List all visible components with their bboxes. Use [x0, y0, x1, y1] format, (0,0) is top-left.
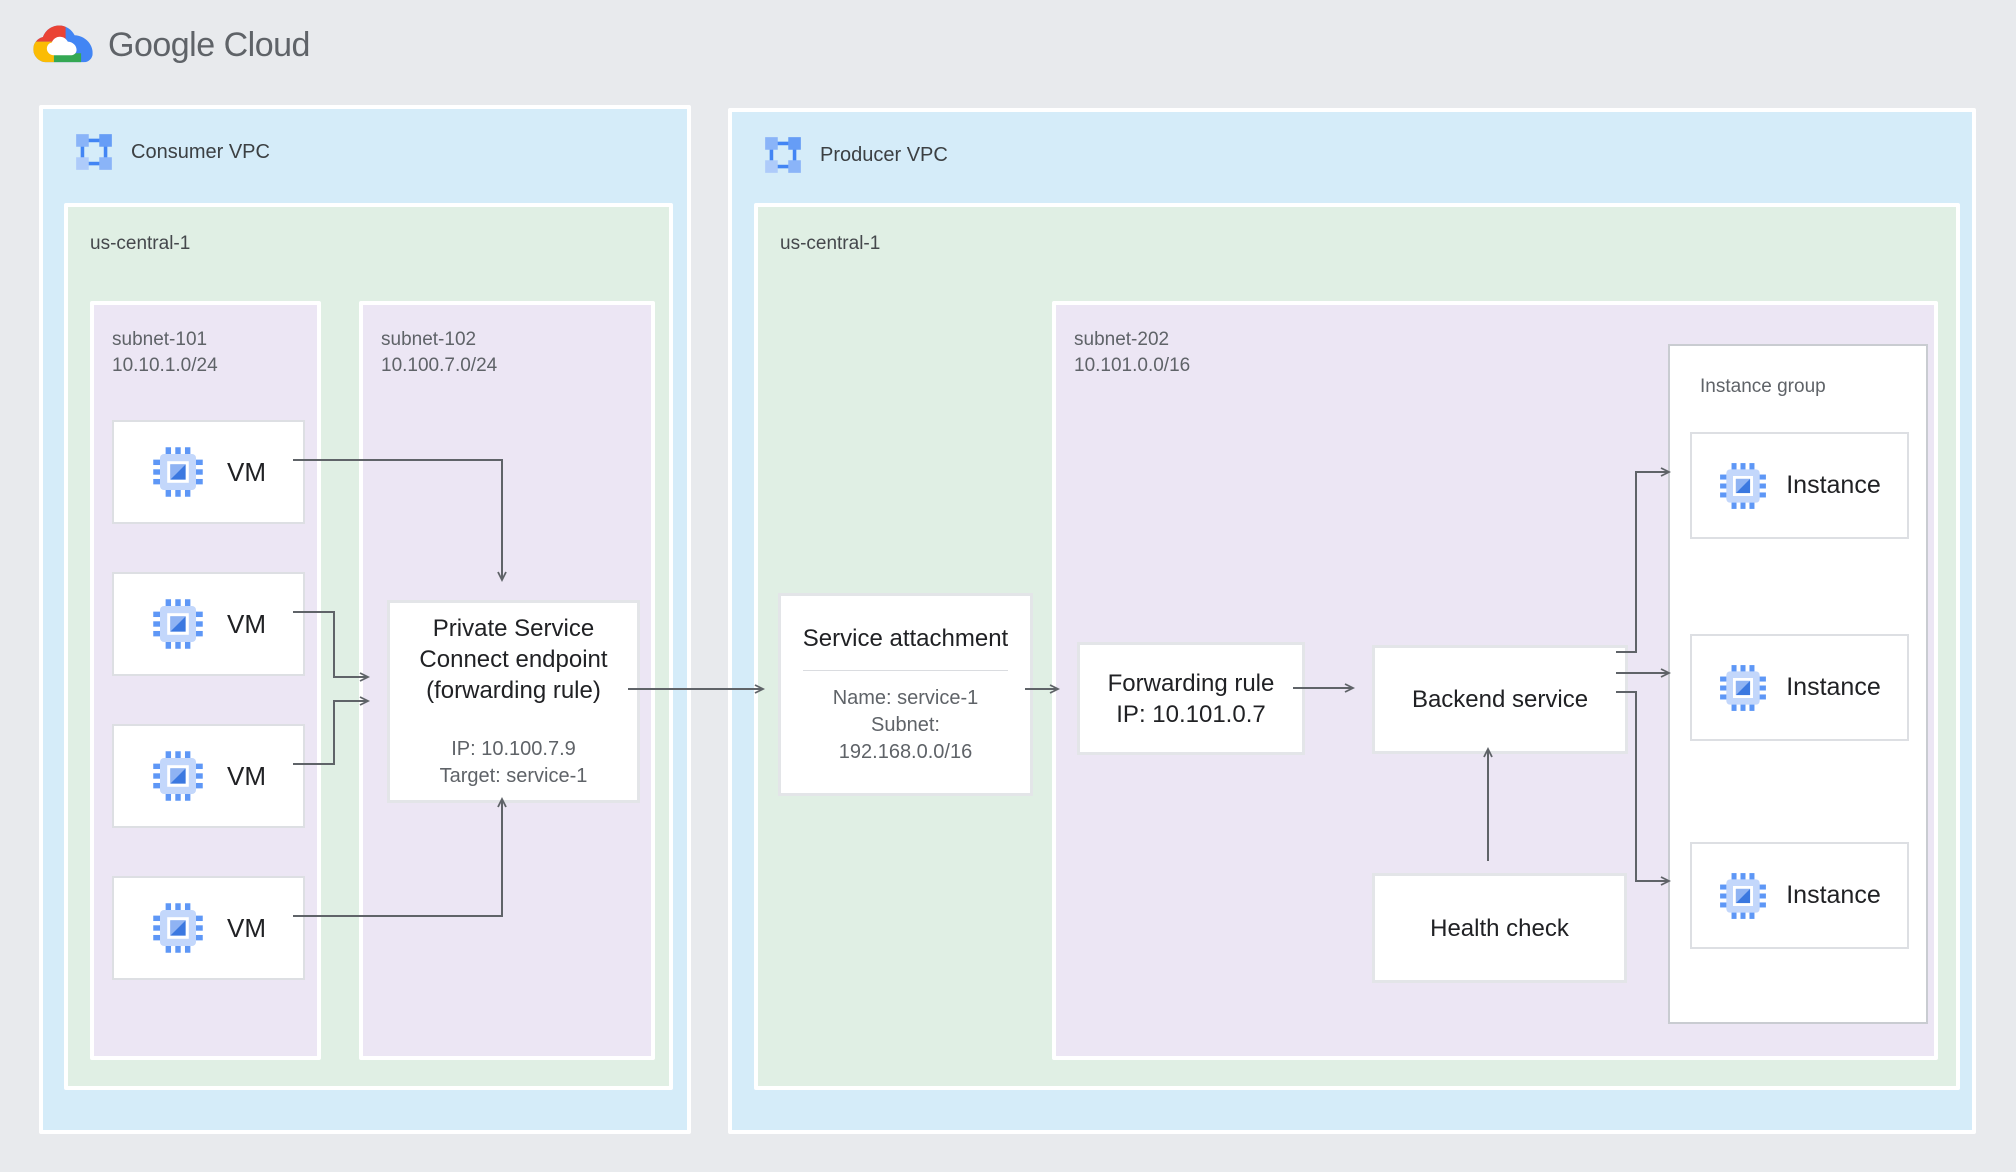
compute-engine-icon — [153, 599, 203, 649]
compute-engine-icon — [1720, 872, 1767, 919]
subnet-202-cidr: 10.101.0.0/16 — [1074, 355, 1191, 376]
producer-vpc-header: Producer VPC — [762, 134, 948, 176]
subnet-102-container: subnet-102 10.100.7.0/24 Private Service… — [359, 301, 655, 1060]
backend-service-node: Backend service — [1372, 645, 1628, 754]
forwarding-rule-line1: Forwarding rule — [1107, 669, 1275, 697]
subnet-102-cidr: 10.100.7.0/24 — [381, 355, 498, 376]
vm-label: VM — [227, 760, 266, 791]
vm-node-1: VM — [112, 420, 305, 524]
health-check-label: Health check — [1430, 914, 1569, 942]
backend-service-label: Backend service — [1411, 686, 1589, 713]
service-attachment-subnet-word: Subnet: — [871, 714, 940, 736]
producer-vpc-label: Producer VPC — [820, 143, 948, 166]
consumer-vpc-header: Consumer VPC — [73, 131, 270, 173]
instance-node-1: Instance — [1690, 432, 1909, 539]
service-attachment-name: Name: service-1 — [832, 687, 979, 709]
consumer-region-container: us-central-1 subnet-101 10.10.1.0/24 — [64, 203, 673, 1090]
subnet-101-container: subnet-101 10.10.1.0/24 — [90, 301, 321, 1060]
instance-label: Instance — [1786, 881, 1881, 909]
psc-endpoint-target: Target: service-1 — [439, 765, 588, 787]
instance-group-container: Instance group — [1668, 344, 1928, 1024]
vpc-network-icon — [76, 134, 112, 170]
compute-engine-icon — [153, 751, 203, 801]
compute-engine-icon — [153, 903, 203, 953]
psc-endpoint-title: Private Service Connect endpoint (forwar… — [419, 615, 608, 704]
service-attachment-title: Service attachment — [802, 625, 1009, 652]
vm-node-4: VM — [112, 876, 305, 980]
psc-endpoint-ip: IP: 10.100.7.9 — [451, 738, 576, 760]
consumer-vpc-label: Consumer VPC — [131, 140, 270, 163]
google-cloud-logo: Google Cloud — [32, 22, 310, 69]
subnet-101-cidr: 10.10.1.0/24 — [112, 355, 218, 376]
divider — [803, 670, 1008, 671]
producer-region-label: us-central-1 — [780, 233, 881, 254]
health-check-node: Health check — [1372, 873, 1627, 983]
vm-node-2: VM — [112, 572, 305, 676]
subnet-202-label: subnet-202 10.101.0.0/16 — [1074, 327, 1190, 379]
subnet-202-container: subnet-202 10.101.0.0/16 Forwarding rule… — [1052, 301, 1938, 1060]
instance-label: Instance — [1786, 471, 1881, 499]
vm-label: VM — [227, 456, 266, 487]
subnet-202-name: subnet-202 — [1074, 329, 1170, 350]
instance-label: Instance — [1786, 673, 1881, 701]
compute-engine-icon — [153, 447, 203, 497]
subnet-101-label: subnet-101 10.10.1.0/24 — [112, 327, 218, 379]
service-attachment-node: Service attachment Name: service-1 Subne… — [778, 593, 1033, 796]
vpc-network-icon — [765, 137, 801, 173]
instance-node-3: Instance — [1690, 842, 1909, 949]
logo-text: Google Cloud — [108, 26, 310, 65]
logo-word-cloud: Cloud — [223, 26, 311, 64]
google-cloud-logo-icon — [33, 25, 93, 63]
subnet-102-name: subnet-102 — [381, 329, 477, 350]
compute-engine-icon — [1720, 462, 1767, 509]
consumer-vpc-container: Consumer VPC us-central-1 subnet-101 10.… — [39, 105, 691, 1134]
instance-node-2: Instance — [1690, 634, 1909, 741]
instance-group-label: Instance group — [1700, 376, 1826, 397]
vm-label: VM — [227, 608, 266, 639]
forwarding-rule-line2: IP: 10.101.0.7 — [1116, 700, 1266, 728]
consumer-region-label: us-central-1 — [90, 233, 191, 254]
producer-region-container: us-central-1 Service attachment Name: se… — [754, 203, 1960, 1090]
vm-node-3: VM — [112, 724, 305, 828]
subnet-101-name: subnet-101 — [112, 329, 208, 350]
compute-engine-icon — [1720, 664, 1767, 711]
subnet-102-label: subnet-102 10.100.7.0/24 — [381, 327, 497, 379]
logo-word-google: Google — [108, 26, 215, 64]
forwarding-rule-node: Forwarding rule IP: 10.101.0.7 — [1077, 642, 1305, 755]
psc-endpoint-node: Private Service Connect endpoint (forwar… — [387, 600, 640, 803]
producer-vpc-container: Producer VPC us-central-1 Service attach… — [728, 108, 1976, 1134]
vm-label: VM — [227, 912, 266, 943]
service-attachment-subnet-cidr: 192.168.0.0/16 — [838, 741, 973, 763]
